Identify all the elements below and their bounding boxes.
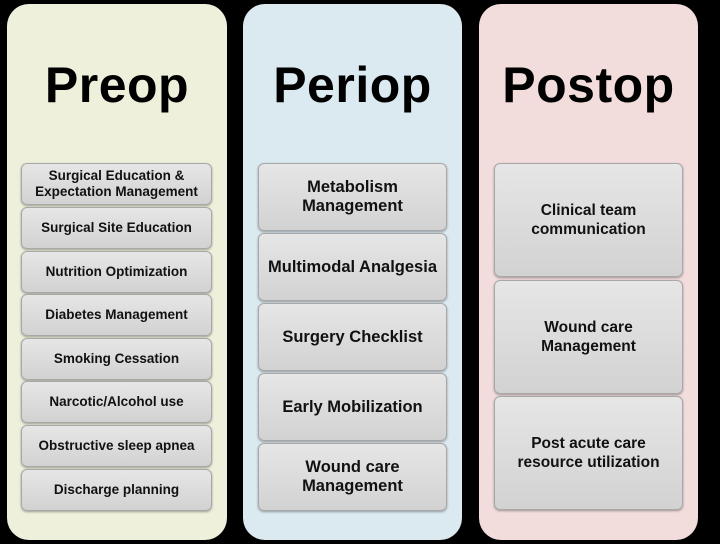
preop-item-surgical-education: Surgical Education & Expectation Managem… [21,163,212,205]
postop-item-wound-care-management: Wound care Management [494,280,683,394]
periop-item-metabolism-management: Metabolism Management [258,163,447,231]
preop-column: Preop Surgical Education & Expectation M… [7,4,227,540]
periop-item-wound-care-management: Wound care Management [258,443,447,511]
postop-item-clinical-team-communication: Clinical team communication [494,163,683,277]
preop-item-narcotic-alcohol-use: Narcotic/Alcohol use [21,381,212,423]
periop-column: Periop Metabolism Management Multimodal … [243,4,462,540]
periop-item-early-mobilization: Early Mobilization [258,373,447,441]
preop-item-smoking-cessation: Smoking Cessation [21,338,212,380]
preop-item-obstructive-sleep-apnea: Obstructive sleep apnea [21,425,212,467]
periop-title: Periop [273,57,432,113]
periop-item-multimodal-analgesia: Multimodal Analgesia [258,233,447,301]
preop-title: Preop [44,57,190,113]
preop-item-diabetes-management: Diabetes Management [21,294,212,336]
postop-title: Postop [502,57,675,113]
preop-item-nutrition-optimization: Nutrition Optimization [21,251,212,293]
periop-item-surgery-checklist: Surgery Checklist [258,303,447,371]
preop-item-discharge-planning: Discharge planning [21,469,212,511]
postop-item-post-acute-care: Post acute care resource utilization [494,396,683,510]
postop-column: Postop Clinical team communication Wound… [479,4,698,540]
preop-item-surgical-site-education: Surgical Site Education [21,207,212,249]
